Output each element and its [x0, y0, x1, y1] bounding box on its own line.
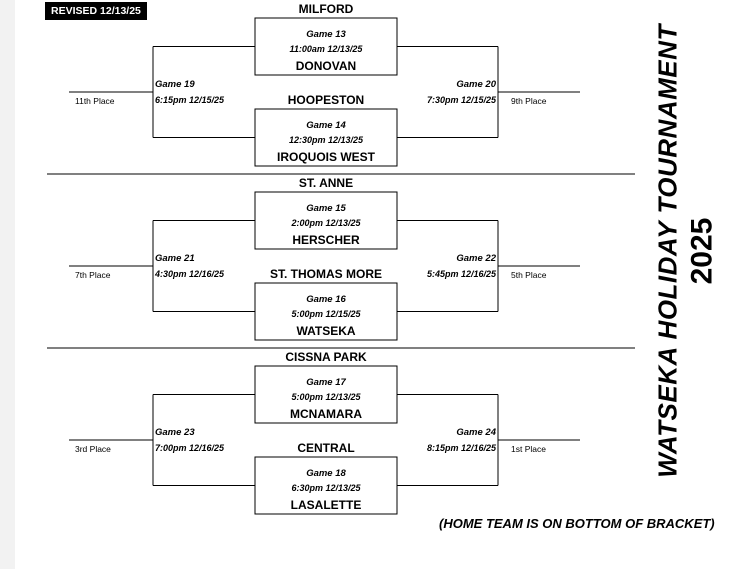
place-label: 7th Place: [75, 270, 111, 280]
game-number: Game 18: [306, 468, 346, 479]
bracket-sheet: REVISED 12/13/25 WATSEKA HOLIDAY TOURNAM…: [15, 0, 750, 569]
team-name: IROQUOIS WEST: [276, 150, 375, 164]
team-name: HERSCHER: [292, 233, 360, 247]
team-name: ST. ANNE: [298, 176, 354, 190]
consolation-game-number: Game 19: [155, 79, 195, 90]
consolation-game-time: 8:15pm 12/16/25: [426, 443, 496, 453]
team-name: WATSEKA: [296, 324, 356, 338]
place-label: 1st Place: [511, 444, 546, 454]
consolation-game-number: Game 24: [456, 427, 496, 438]
place-label: 3rd Place: [75, 444, 111, 454]
consolation-game-time: 5:45pm 12/16/25: [426, 269, 496, 279]
place-label: 5th Place: [511, 270, 547, 280]
game-time: 5:00pm 12/13/25: [291, 392, 361, 402]
game-time: 12:30pm 12/13/25: [288, 135, 364, 145]
game-time: 6:30pm 12/13/25: [291, 483, 361, 493]
team-name: CENTRAL: [297, 441, 355, 455]
bracket-lines: [47, 17, 635, 515]
consolation-game-time: 7:00pm 12/16/25: [155, 443, 225, 453]
consolation-game-number: Game 23: [155, 427, 195, 438]
place-label: 9th Place: [511, 96, 547, 106]
team-name: MCNAMARA: [290, 407, 362, 421]
game-time: 5:00pm 12/15/25: [291, 309, 361, 319]
place-label: 11th Place: [75, 96, 115, 106]
team-name: DONOVAN: [295, 59, 357, 73]
game-time: 11:00am 12/13/25: [289, 44, 363, 54]
team-name: CISSNA PARK: [285, 350, 367, 364]
game-number: Game 13: [306, 29, 346, 40]
game-number: Game 16: [306, 294, 346, 305]
home-team-note: (HOME TEAM IS ON BOTTOM OF BRACKET): [439, 516, 715, 531]
team-name: ST. THOMAS MORE: [269, 267, 382, 281]
consolation-game-time: 4:30pm 12/16/25: [155, 269, 225, 279]
game-number: Game 17: [306, 377, 346, 388]
tournament-title-year: 2025: [685, 217, 719, 285]
consolation-game-number: Game 22: [456, 253, 496, 264]
tournament-title-name: WATSEKA HOLIDAY TOURNAMENT: [652, 24, 683, 478]
game-time: 2:00pm 12/13/25: [291, 218, 361, 228]
game-number: Game 14: [306, 120, 346, 131]
consolation-game-time: 7:30pm 12/15/25: [426, 95, 496, 105]
tournament-title: WATSEKA HOLIDAY TOURNAMENT 2025: [631, 10, 741, 492]
team-name: HOOPESTON: [287, 93, 365, 107]
consolation-game-number: Game 20: [456, 79, 496, 90]
revised-badge: REVISED 12/13/25: [45, 2, 147, 20]
team-name: MILFORD: [298, 2, 354, 16]
game-number: Game 15: [306, 203, 346, 214]
consolation-game-number: Game 21: [155, 253, 195, 264]
consolation-game-time: 6:15pm 12/15/25: [155, 95, 225, 105]
team-name: LASALETTE: [290, 498, 362, 512]
